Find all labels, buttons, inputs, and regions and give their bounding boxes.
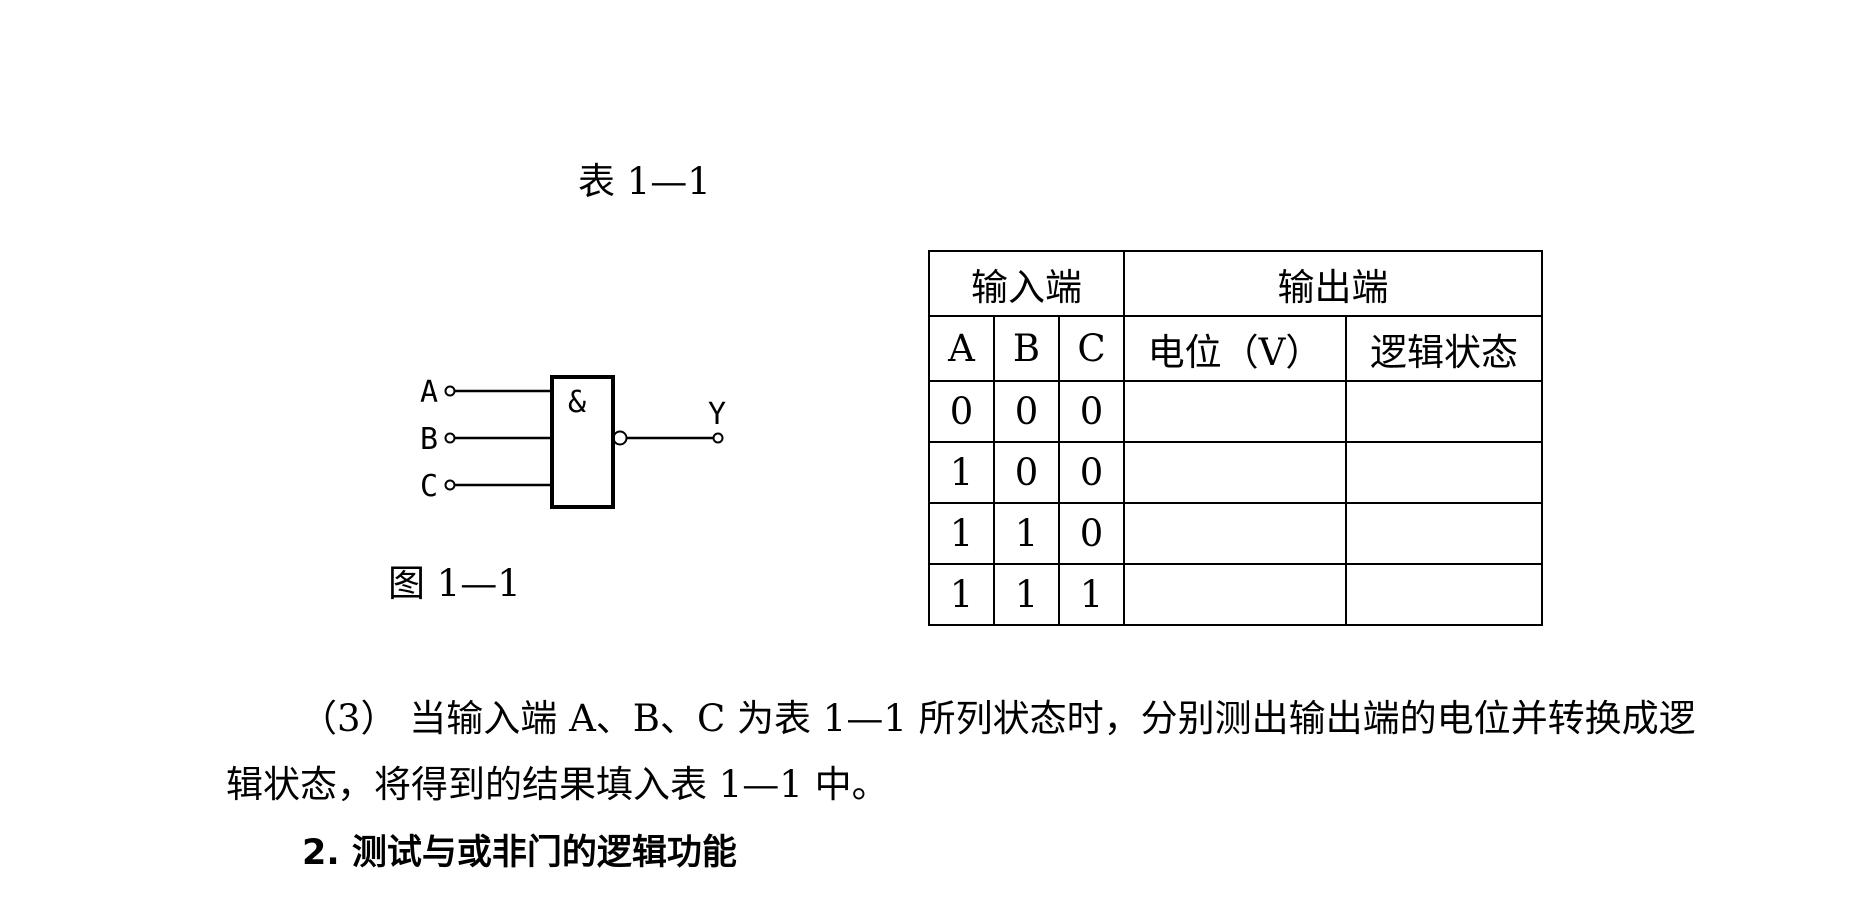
table-row: 1 1 0 [928, 502, 1543, 565]
table-cell [1123, 380, 1347, 443]
table-group-header-row: 输入端 输出端 [928, 250, 1543, 317]
figure-caption: 图 1—1 [388, 562, 521, 605]
inversion-bubble [612, 430, 628, 446]
column-header: B [993, 315, 1060, 382]
table-cell: 0 [1058, 502, 1125, 565]
paragraph-line-1: （3） 当输入端 A、B、C 为表 1—1 所列状态时，分别测出输出端的电位并转… [300, 697, 1696, 740]
table-cell [1345, 563, 1543, 626]
table-column-header-row: A B C 电位（V） 逻辑状态 [928, 315, 1543, 382]
table-cell [1345, 441, 1543, 504]
table-cell: 0 [1058, 380, 1125, 443]
column-header: C [1058, 315, 1125, 382]
table-cell: 0 [928, 380, 995, 443]
input-b-label: B [420, 422, 438, 457]
table-cell: 0 [993, 441, 1060, 504]
table-row: 1 1 1 [928, 563, 1543, 626]
table-cell: 0 [1058, 441, 1125, 504]
table-cell [1345, 380, 1543, 443]
section-heading: 2. 测试与或非门的逻辑功能 [302, 833, 737, 873]
table-caption: 表 1—1 [578, 160, 711, 203]
gate-body [550, 375, 615, 509]
table-cell: 1 [993, 502, 1060, 565]
input-a-terminal [444, 385, 456, 397]
table-row: 0 0 0 [928, 380, 1543, 443]
column-header: 电位（V） [1123, 315, 1347, 382]
table-cell: 0 [993, 380, 1060, 443]
truth-table: 输入端 输出端 A B C 电位（V） 逻辑状态 0 0 0 1 0 0 1 1… [928, 250, 1543, 626]
input-c-terminal [444, 479, 456, 491]
table-cell: 1 [928, 441, 995, 504]
table-row: 1 0 0 [928, 441, 1543, 504]
output-group-header: 输出端 [1123, 250, 1543, 317]
table-cell: 1 [1058, 563, 1125, 626]
table-cell [1123, 441, 1347, 504]
column-header: A [928, 315, 995, 382]
table-cell: 1 [993, 563, 1060, 626]
table-cell [1345, 502, 1543, 565]
nand-gate-diagram: A B C & Y [410, 362, 740, 522]
paragraph-line-2: 辑状态，将得到的结果填入表 1—1 中。 [226, 763, 889, 806]
output-terminal [712, 432, 724, 444]
input-group-header: 输入端 [928, 250, 1125, 317]
input-c-label: C [420, 469, 438, 504]
input-a-label: A [420, 375, 438, 410]
table-cell: 1 [928, 563, 995, 626]
table-cell [1123, 502, 1347, 565]
output-label: Y [708, 397, 726, 432]
column-header: 逻辑状态 [1345, 315, 1543, 382]
table-cell: 1 [928, 502, 995, 565]
table-cell [1123, 563, 1347, 626]
input-b-terminal [444, 432, 456, 444]
gate-symbol: & [568, 385, 586, 420]
